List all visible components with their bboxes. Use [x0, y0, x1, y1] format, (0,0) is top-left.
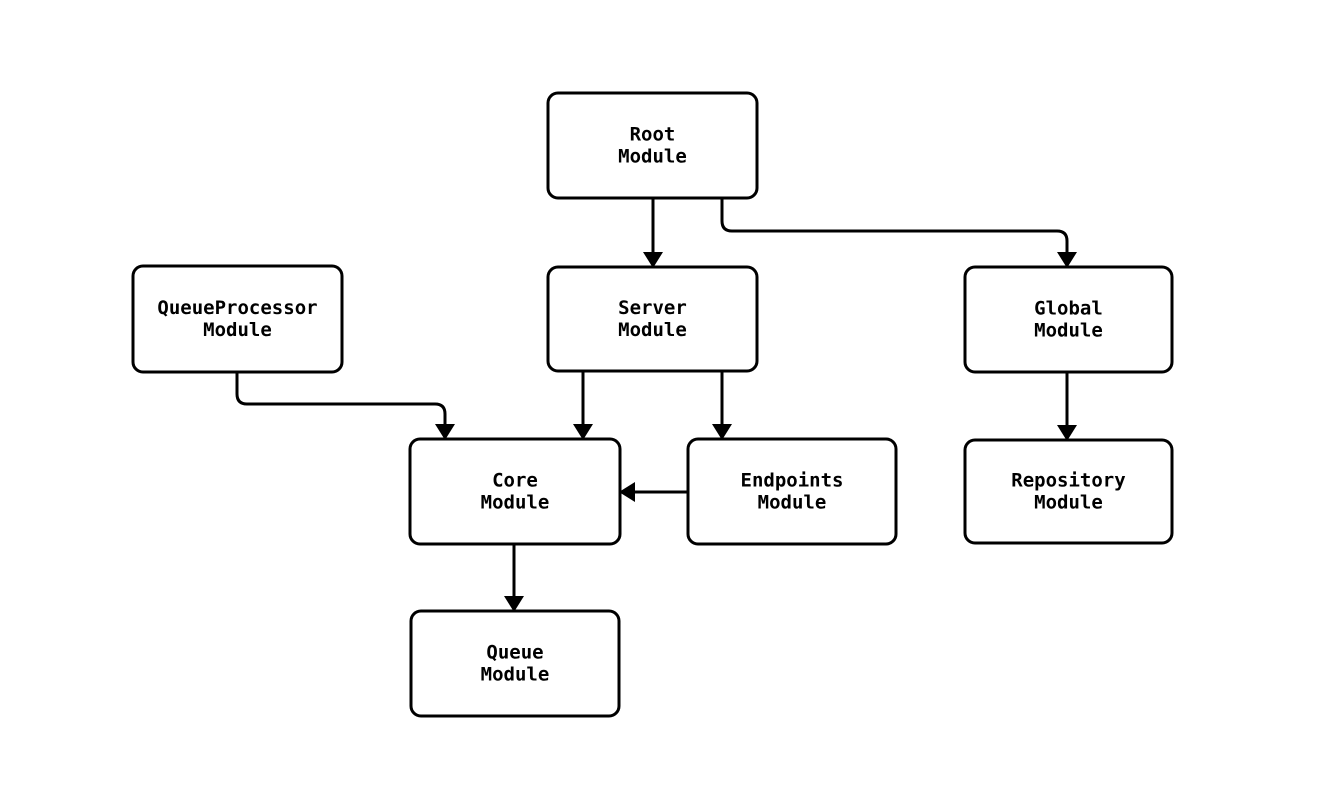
node-global-label-line: Global [1034, 298, 1103, 320]
node-queueprocessor-label-line: QueueProcessor [157, 297, 317, 319]
edge-root-to-global [720, 198, 1077, 268]
node-repository-label-line: Module [1034, 492, 1103, 514]
node-core-label-line: Module [481, 492, 550, 514]
node-queue-label-line: Module [481, 664, 550, 686]
node-global-label-line: Module [1034, 320, 1103, 342]
node-server-box [546, 265, 759, 373]
node-server-label-line: Server [618, 297, 687, 319]
edge-queueprocessor-to-core [235, 372, 455, 440]
node-endpoints-label-line: Endpoints [741, 470, 844, 492]
node-endpoints-label-line: Module [758, 492, 827, 514]
node-endpoints-box [686, 437, 898, 546]
node-queue-box [409, 609, 621, 718]
node-root-box [546, 91, 759, 200]
node-core-label-line: Core [492, 470, 538, 492]
node-core-box [408, 437, 622, 546]
node-repository-box [963, 438, 1174, 545]
node-queue-label-line: Queue [486, 642, 543, 664]
node-queueprocessor-box [131, 264, 344, 374]
node-root-label-line: Root [630, 124, 676, 146]
node-server-label-line: Module [618, 319, 687, 341]
node-queueprocessor-label-line: Module [203, 319, 272, 341]
node-global-box [963, 265, 1174, 374]
node-root-label-line: Module [618, 146, 687, 168]
node-repository-label-line: Repository [1011, 470, 1125, 492]
